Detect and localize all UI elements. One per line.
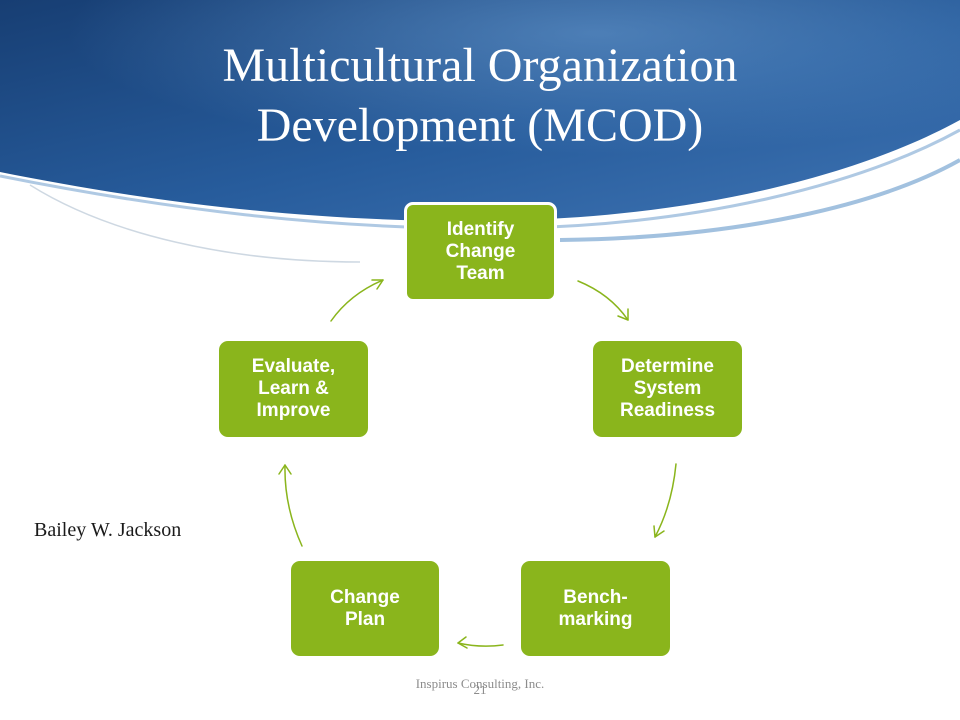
arrow-evaluate-to-identify-head <box>371 279 384 290</box>
step-label-line: System <box>633 378 702 399</box>
step-label-line: Determine <box>621 356 714 377</box>
page-number: 21 <box>473 682 487 697</box>
step-label-line: Improve <box>256 400 331 421</box>
step-identify-change-team: Identify Change Team <box>404 202 557 302</box>
arrow-benchmarking-to-plan <box>457 642 504 647</box>
arrow-readiness-to-benchmarking <box>654 463 677 538</box>
arrow-benchmarking-to-plan-head <box>457 636 468 649</box>
step-label-line: Plan <box>344 608 386 630</box>
step-label-line: marking <box>558 608 633 630</box>
slide-title: Multicultural Organization Development (… <box>60 36 900 156</box>
step-label-line: Bench- <box>563 586 628 608</box>
arrow-identify-to-readiness-head <box>617 308 629 321</box>
arrow-evaluate-to-identify <box>330 279 384 322</box>
author-credit: Bailey W. Jackson <box>34 519 182 541</box>
arrow-plan-to-evaluate-head <box>278 464 292 475</box>
step-determine-system-readiness: Determine System Readiness <box>593 341 742 437</box>
step-change-plan: Change Plan <box>291 561 439 656</box>
step-evaluate-learn-improve: Evaluate, Learn & Improve <box>219 341 368 437</box>
step-label-line: Learn & <box>258 378 329 399</box>
step-label-line: Team <box>456 263 505 284</box>
slide-title-line-2: Development (MCOD) <box>256 99 704 152</box>
step-label-line: Change <box>330 586 400 608</box>
slide-title-line-1: Multicultural Organization <box>222 39 738 92</box>
header-banner <box>0 0 960 263</box>
footer-company: Inspirus Consulting, Inc. <box>415 676 545 691</box>
step-label-line: Change <box>445 241 516 262</box>
arrow-plan-to-evaluate <box>284 464 303 547</box>
step-label-line: Evaluate, <box>251 356 336 377</box>
step-label-line: Readiness <box>619 400 716 421</box>
step-benchmarking: Bench- marking <box>521 561 670 656</box>
step-label-line: Identify <box>446 219 515 240</box>
arrow-readiness-to-benchmarking-head <box>653 525 665 538</box>
arrow-identify-to-readiness <box>577 280 629 321</box>
